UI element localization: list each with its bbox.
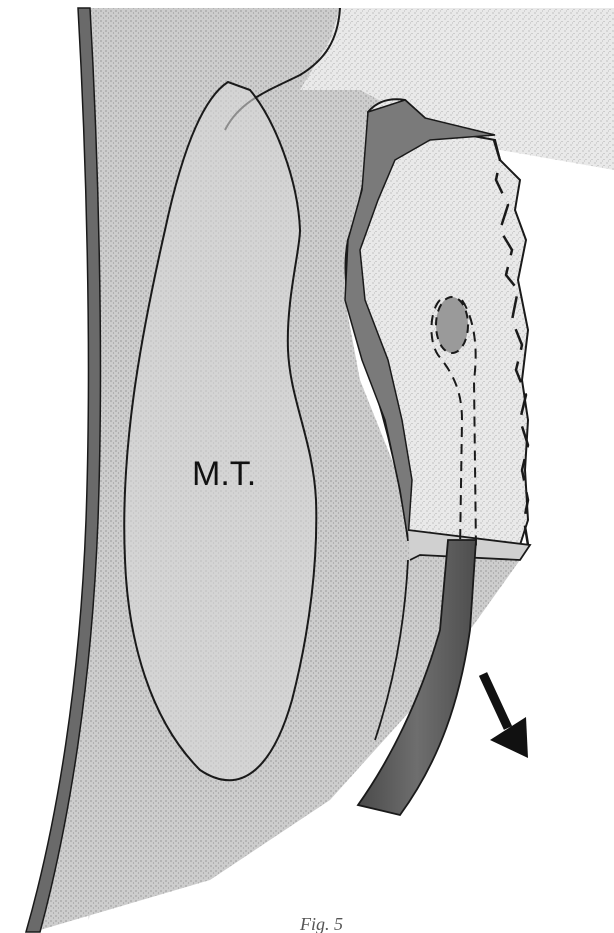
mt-label: M.T. (192, 455, 256, 493)
root-tip-oval (436, 297, 468, 353)
figure-caption: Fig. 5 (299, 914, 343, 933)
